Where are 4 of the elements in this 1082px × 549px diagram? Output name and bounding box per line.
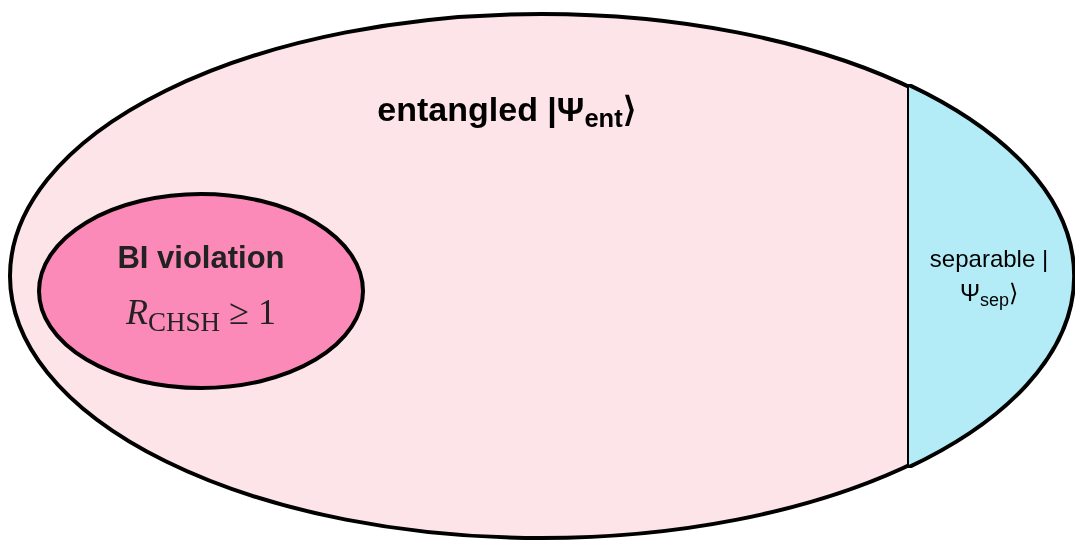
- region-heading: BI violation: [117, 238, 285, 277]
- inequality: R$_{CHSH}$ ≥ 1: [126, 291, 276, 339]
- region-label: entangled |Ψ$_{ent}$⟩: [377, 89, 636, 135]
- region-label: separable |Ψ$_{sep}$⟩: [928, 244, 1050, 310]
